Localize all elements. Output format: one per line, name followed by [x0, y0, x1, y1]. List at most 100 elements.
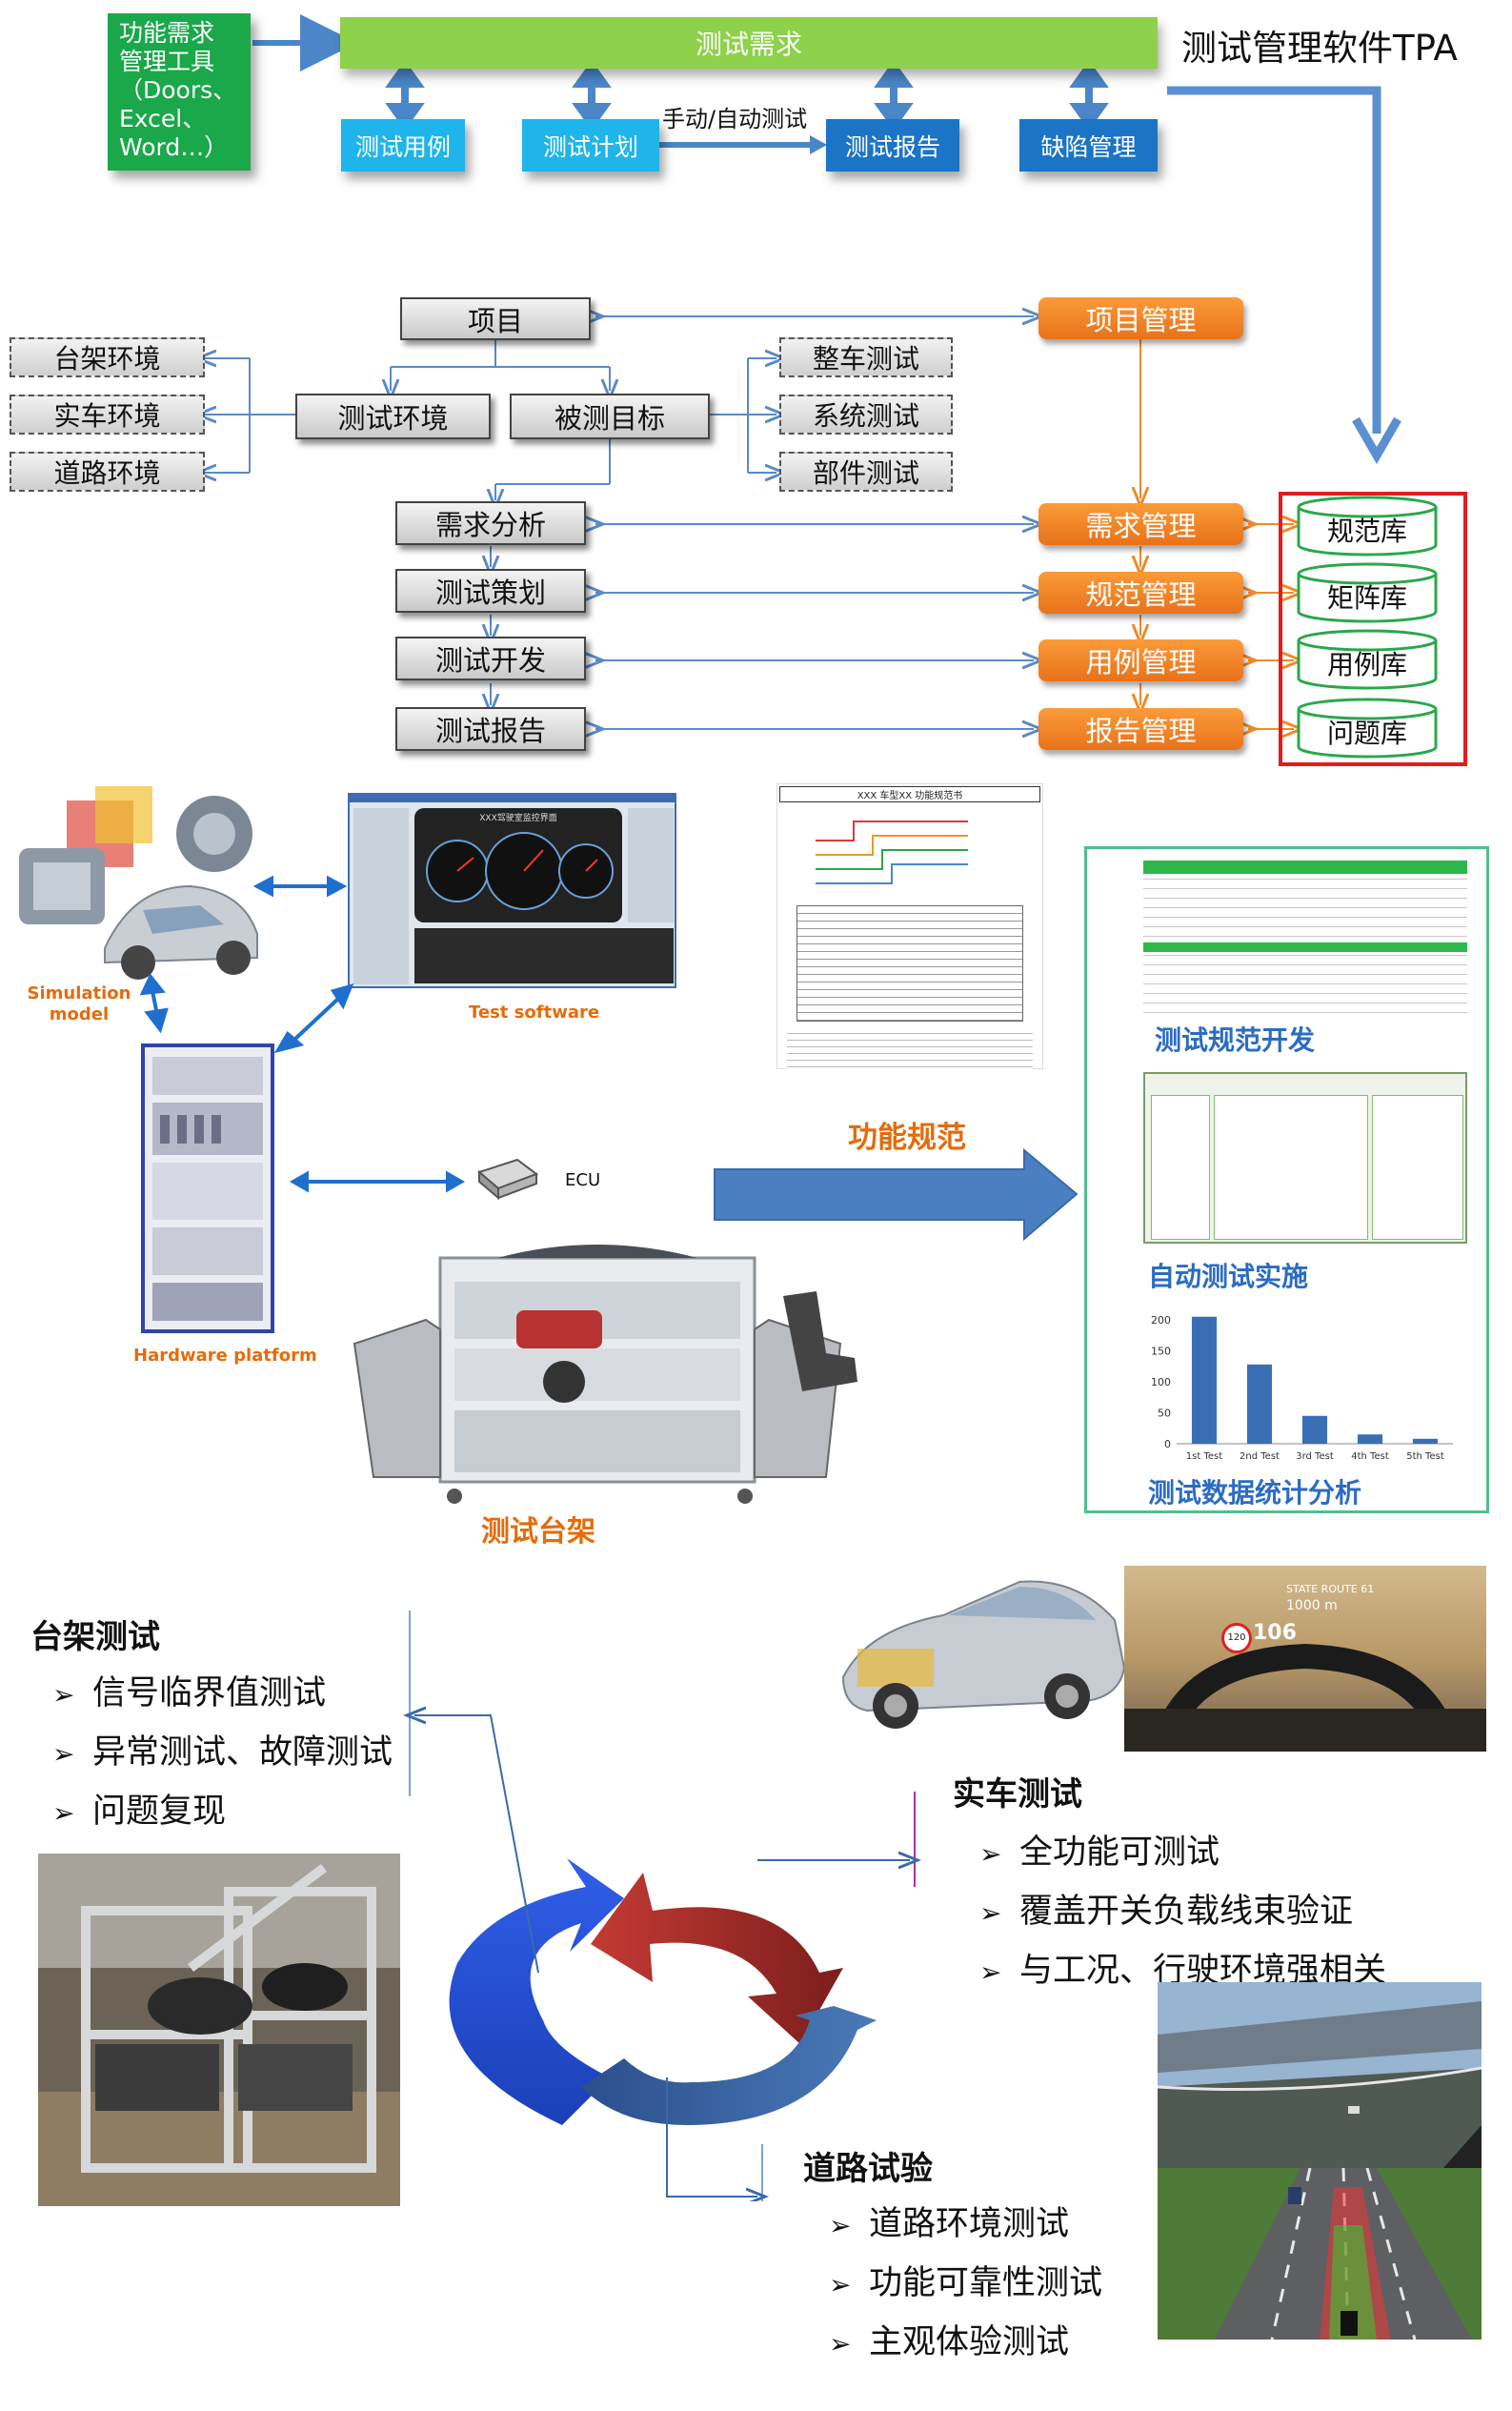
mgmt-requirement: 需求管理	[1038, 503, 1243, 545]
bench-test-title: 台架测试	[30, 1618, 160, 1656]
bar	[1246, 1364, 1273, 1444]
list-item: ➢异常测试、故障测试	[52, 1725, 393, 1784]
bench-item-label: 问题复现	[92, 1793, 227, 1831]
list-item: ➢功能可靠性测试	[829, 2256, 1102, 2315]
simulation-model-line: model	[49, 1004, 110, 1024]
road-item-label: 主观体验测试	[869, 2323, 1070, 2361]
mgmt-project: 项目管理	[1038, 297, 1243, 339]
bench-item-label: 信号临界值测试	[92, 1674, 327, 1712]
vehicle-item-label: 全功能可测试	[1019, 1834, 1220, 1872]
bar	[1301, 1415, 1328, 1444]
vehicle-cutaway-image	[841, 1580, 1126, 1729]
env-item-bench: 台架环境	[10, 337, 205, 377]
defect-mgmt-box: 缺陷管理	[1019, 119, 1158, 172]
ecu-label: ECU	[565, 1170, 601, 1190]
env-item-road: 道路环境	[10, 452, 205, 492]
target-item-component: 部件测试	[779, 452, 953, 492]
hud-image: STATE ROUTE 61 1000 m 120 106	[1124, 1566, 1486, 1752]
hud-speed: 106	[1253, 1621, 1297, 1645]
list-item: ➢ 主观体验测试	[829, 2315, 1102, 2374]
hardware-cabinet-image	[141, 1043, 274, 1333]
spec-doc-title: XXX 车型XX 功能规范书	[779, 786, 1040, 802]
bar	[1412, 1438, 1439, 1444]
bar	[1357, 1434, 1383, 1444]
spec-doc-text	[787, 1027, 1033, 1070]
road-sim-image-2	[1158, 2168, 1482, 2340]
cycle-callouts	[381, 1611, 953, 2201]
test-cycle-arrows	[449, 1858, 877, 2125]
bullet-icon: ➢	[979, 1897, 1002, 1929]
requirement-tool-line: （Doors、	[119, 76, 237, 104]
vehicle-item-label: 覆盖开关负载线束验证	[1019, 1893, 1354, 1931]
tpa-title: 测试管理软件TPA	[1181, 28, 1458, 69]
x-tick-label: 3rd Test	[1296, 1451, 1334, 1462]
env-item-vehicle: 实车环境	[10, 395, 205, 435]
y-tick-label: 200	[1151, 1314, 1171, 1327]
screen-left-panel	[353, 808, 409, 984]
requirement-tool-line: 功能需求	[119, 19, 215, 47]
test-env-box: 测试环境	[295, 394, 491, 439]
test-plan-box: 测试计划	[522, 119, 659, 172]
auto-exec-caption: 自动测试实施	[1148, 1261, 1309, 1292]
auto-exec-screen	[1143, 1072, 1467, 1244]
hud-route: STATE ROUTE 61	[1286, 1583, 1375, 1595]
list-item: ➢问题复现	[52, 1784, 393, 1843]
step-requirement-analysis: 需求分析	[395, 501, 586, 545]
results-panel	[1084, 846, 1489, 1513]
target-item-vehicle: 整车测试	[779, 337, 953, 377]
mgmt-report: 报告管理	[1038, 708, 1243, 750]
hil-arrows	[139, 875, 466, 1193]
big-right-arrow	[714, 1148, 1079, 1242]
stats-caption: 测试数据统计分析	[1148, 1477, 1362, 1509]
x-tick-label: 1st Test	[1186, 1451, 1222, 1462]
list-item: ➢全功能可测试	[979, 1825, 1386, 1884]
requirement-tool-line: Word…）	[119, 133, 229, 161]
bullet-icon: ➢	[52, 1738, 75, 1770]
test-software-screen: XXX驾驶室监控界面	[348, 793, 676, 988]
road-item-label: 道路环境测试	[869, 2205, 1070, 2243]
list-item: ➢ 信号临界值测试	[52, 1666, 393, 1725]
test-case-box: 测试用例	[341, 119, 465, 172]
mgmt-spec: 规范管理	[1038, 572, 1243, 614]
x-tick-label: 2nd Test	[1240, 1451, 1280, 1462]
screen-right-panel	[628, 808, 674, 922]
screen-titlebar	[350, 795, 675, 802]
spec-dev-header	[1143, 861, 1467, 874]
bullet-icon: ➢	[52, 1679, 75, 1711]
bench-test-list: ➢信号临界值测试 ➢异常测试、故障测试 ➢问题复现	[52, 1666, 393, 1843]
dashboard-title: XXX驾驶室监控界面	[479, 814, 557, 823]
screen-bottom-panel	[414, 928, 674, 983]
simulation-model-image	[19, 786, 258, 980]
step-test-report: 测试报告	[395, 707, 586, 751]
bullet-icon: ➢	[979, 1956, 1002, 1988]
library-cylinders	[1297, 496, 1438, 759]
requirement-tool-line: 管理工具	[119, 48, 215, 75]
mgmt-case: 用例管理	[1038, 639, 1243, 681]
road-test-title: 道路试验	[803, 2150, 933, 2188]
bench-photo	[38, 1854, 400, 2206]
ecu-image	[476, 1158, 539, 1201]
spec-doc-table	[796, 905, 1023, 1022]
step-test-planning: 测试策划	[395, 569, 586, 613]
requirement-tool-line: Excel、	[119, 105, 207, 132]
hud-distance: 1000 m	[1286, 1598, 1338, 1613]
y-tick-label: 150	[1151, 1346, 1171, 1358]
bullet-icon: ➢	[829, 2328, 852, 2360]
hud-steering	[1124, 1643, 1486, 1752]
target-box: 被测目标	[510, 394, 710, 439]
requirement-tool-box: 功能需求 管理工具 （Doors、 Excel、 Word…）	[108, 13, 251, 171]
hud-speed-limit: 120	[1221, 1623, 1252, 1653]
vehicle-test-list: ➢全功能可测试 ➢覆盖开关负载线束验证 ➢与工况、行驶环境强相关	[979, 1825, 1386, 2002]
list-item: ➢ 道路环境测试	[829, 2197, 1102, 2256]
bar	[1191, 1316, 1218, 1444]
y-tick-label: 50	[1158, 1408, 1171, 1420]
library-spec: 规范库	[1326, 516, 1407, 547]
spec-dev-caption: 测试规范开发	[1155, 1024, 1316, 1056]
test-report-box: 测试报告	[826, 119, 959, 172]
project-box: 项目	[400, 297, 591, 340]
library-issue: 问题库	[1326, 718, 1407, 749]
bullet-icon: ➢	[829, 2210, 852, 2241]
spec-dev-table	[1143, 861, 1467, 1013]
step-test-development: 测试开发	[395, 637, 586, 680]
